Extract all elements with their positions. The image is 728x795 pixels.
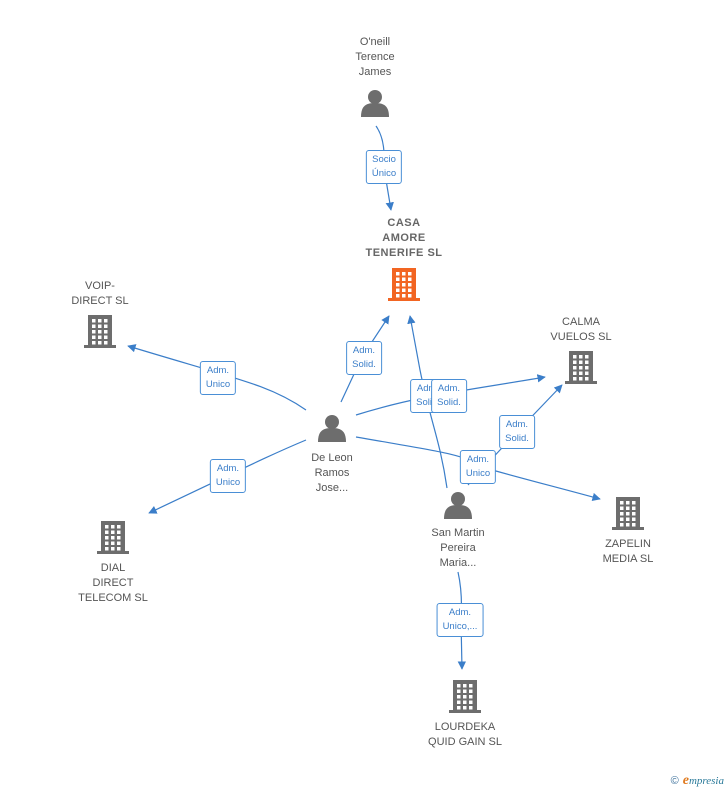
brand-logo-text: mpresia xyxy=(688,775,724,787)
person-icon-deleon[interactable] xyxy=(318,415,346,442)
node-label-deleon[interactable]: De Leon Ramos Jose... xyxy=(311,452,353,494)
edge-label-oneill-casa[interactable]: Socio Único xyxy=(365,150,403,184)
node-label-voip[interactable]: VOIP- DIRECT SL xyxy=(71,280,129,307)
node-label-zapelin[interactable]: ZAPELIN MEDIA SL xyxy=(602,538,654,565)
edge-deleon-dial xyxy=(148,439,307,514)
node-label-lourdeka[interactable]: LOURDEKA QUID GAIN SL xyxy=(428,721,502,748)
node-label-sanmartin[interactable]: San Martin Pereira Maria... xyxy=(431,527,485,569)
building-icon-lourdeka[interactable] xyxy=(449,680,481,713)
edge-label-deleon-casa[interactable]: Adm. Solid. xyxy=(346,341,382,375)
building-icon-voip[interactable] xyxy=(84,315,116,348)
node-label-dial[interactable]: DIAL DIRECT TELECOM SL xyxy=(78,562,148,604)
edge-label-deleon-zapelin[interactable]: Adm. Unico xyxy=(459,450,497,484)
copyright-icon: © xyxy=(670,775,679,787)
node-label-calma[interactable]: CALMA VUELOS SL xyxy=(550,316,612,343)
building-icon-calma[interactable] xyxy=(565,351,597,384)
person-icon-oneill[interactable] xyxy=(361,90,389,117)
node-label-casa[interactable]: CASA AMORE TENERIFE SL xyxy=(365,217,443,259)
edge-label-sanmartin-lourdeka[interactable]: Adm. Unico,... xyxy=(436,603,484,637)
edge-sanmartin-casa xyxy=(407,315,448,489)
brand-logo-initial: e xyxy=(682,773,689,788)
edge-label-sanmartin-calma[interactable]: Adm. Solid. xyxy=(499,415,535,449)
person-icon-sanmartin[interactable] xyxy=(444,492,472,519)
edge-label-deleon-dial[interactable]: Adm. Unico xyxy=(209,459,247,493)
edge-label-sanmartin-casa[interactable]: Adm. Solid. xyxy=(431,379,467,413)
edge-label-deleon-voip[interactable]: Adm. Unico xyxy=(199,361,237,395)
building-icon-dial[interactable] xyxy=(97,521,129,554)
brand-footer: ©empresia xyxy=(671,773,724,789)
node-label-oneill[interactable]: O'neill Terence James xyxy=(355,36,395,78)
building-icon-zapelin[interactable] xyxy=(612,497,644,530)
edge-deleon-voip xyxy=(127,344,307,411)
building-icon-casa[interactable] xyxy=(388,268,420,301)
